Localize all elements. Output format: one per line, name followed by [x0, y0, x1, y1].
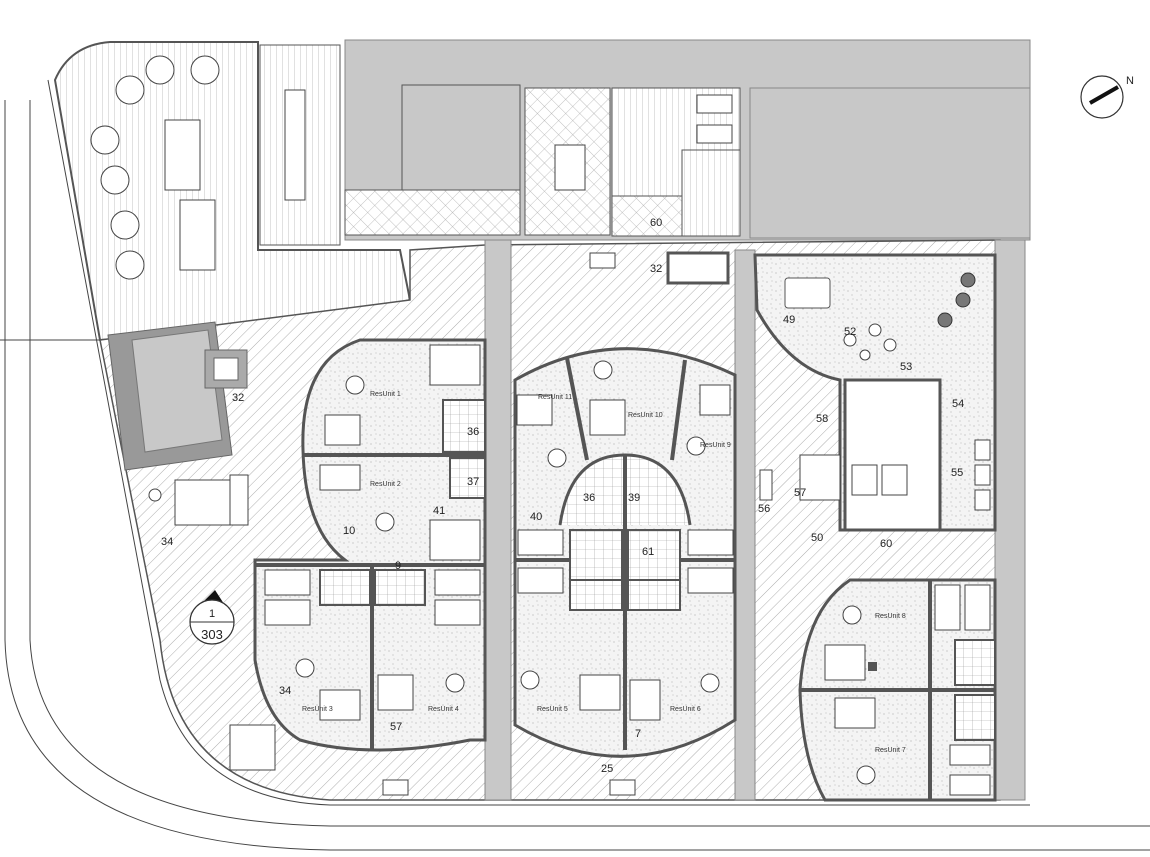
section-number: 1 — [209, 608, 215, 620]
room-number: 60 — [650, 217, 662, 229]
room-number: 39 — [628, 492, 640, 504]
room-number: 55 — [951, 467, 963, 479]
lounge-furniture — [148, 474, 276, 771]
unit-label: ResUnit 7 — [875, 747, 906, 754]
site-boundary — [0, 79, 1150, 851]
existing-building — [259, 39, 1031, 246]
game-room-furniture — [759, 272, 991, 532]
room-number: 10 — [343, 525, 355, 537]
planter — [382, 779, 409, 796]
planter — [609, 779, 636, 796]
column-wall — [994, 239, 1026, 801]
room-numbers: 36 37 41 10 9 36 39 40 61 34 57 7 25 49 … — [161, 217, 964, 775]
unit-walls — [800, 580, 996, 800]
room-number: 41 — [433, 505, 445, 517]
room-number: 32 — [650, 263, 662, 275]
room-number: 36 — [467, 426, 479, 438]
room-number: 52 — [844, 326, 856, 338]
unit-label: ResUnit 11 — [538, 394, 572, 401]
room-number: 60 — [880, 538, 892, 550]
unit-cluster-left — [253, 338, 487, 752]
pool — [107, 321, 248, 471]
unit-label: ResUnit 1 — [370, 391, 401, 398]
unit-label: ResUnit 10 — [628, 412, 663, 419]
column-wall — [734, 249, 756, 801]
section-sheet: 303 — [201, 627, 223, 642]
room-number: 9 — [395, 560, 401, 572]
room-number: 54 — [952, 398, 964, 410]
unit-label: ResUnit 2 — [370, 481, 401, 488]
room-number: 61 — [642, 546, 654, 558]
room-number: 57 — [794, 487, 806, 499]
room-number: 57 — [390, 721, 402, 733]
room-number: 7 — [635, 728, 641, 740]
room-number: 40 — [530, 511, 542, 523]
room-number: 32 — [232, 392, 244, 404]
north-arrow-icon: N — [1080, 75, 1134, 119]
room-number: 49 — [783, 314, 795, 326]
room-number: 50 — [811, 532, 823, 544]
column-wall — [484, 239, 512, 801]
unit-label: ResUnit 8 — [875, 613, 906, 620]
room-number: 37 — [467, 476, 479, 488]
room-number: 25 — [601, 763, 613, 775]
unit-labels: ResUnit 1 ResUnit 2 ResUnit 3 ResUnit 4 … — [302, 391, 906, 754]
planter — [589, 252, 616, 269]
unit-label: ResUnit 3 — [302, 706, 333, 713]
unit-walls — [255, 344, 486, 750]
unit-label: ResUnit 5 — [537, 706, 568, 713]
room-number: 56 — [758, 503, 770, 515]
room-number: 58 — [816, 413, 828, 425]
skylight — [666, 251, 730, 285]
unit-label: ResUnit 6 — [670, 706, 701, 713]
unit-walls — [515, 357, 735, 750]
unit-label: ResUnit 9 — [700, 442, 731, 449]
north-label: N — [1126, 75, 1134, 87]
room-number: 53 — [900, 361, 912, 373]
room-number: 36 — [583, 492, 595, 504]
dining-furniture — [90, 55, 306, 280]
section-marker: 1 303 — [189, 590, 235, 645]
unit-label: ResUnit 4 — [428, 706, 459, 713]
room-number: 34 — [279, 685, 291, 697]
room-number: 34 — [161, 536, 173, 548]
